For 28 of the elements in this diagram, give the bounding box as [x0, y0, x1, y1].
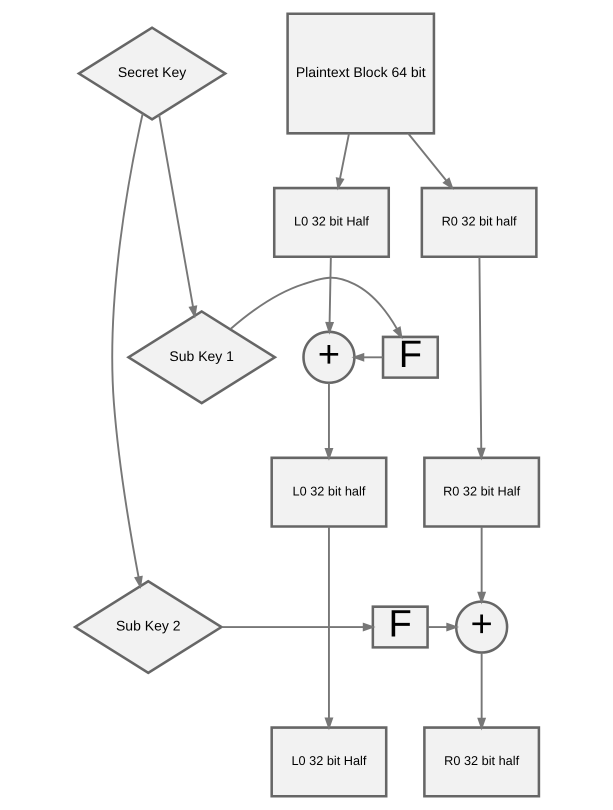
- node-diamond: Sub Key 2: [72, 580, 224, 674]
- arrow: [406, 132, 454, 190]
- node-box: R0 32 bit Half: [422, 456, 540, 528]
- arrow: [476, 526, 486, 604]
- arrow: [428, 622, 459, 632]
- arrow: [335, 133, 350, 191]
- node-box: F: [381, 336, 439, 379]
- arrow: [351, 352, 382, 362]
- node-box: R0 32 bit half: [420, 186, 538, 258]
- arrow: [221, 622, 376, 632]
- node-diamond: Sub Key 1: [126, 310, 277, 405]
- node-box: L0 32 bit Half: [272, 186, 390, 258]
- arrow: [476, 652, 486, 730]
- arrow: [229, 276, 402, 340]
- node-box: L0 32 bit Half: [270, 726, 387, 798]
- arrow: [324, 382, 333, 461]
- node-box: R0 32 bit half: [422, 726, 540, 798]
- arrow: [476, 256, 486, 460]
- node-diamond: Secret Key: [76, 26, 228, 121]
- node-box: Plaintext Block 64 bit: [286, 12, 435, 135]
- node-box: F: [371, 605, 428, 649]
- node-box: L0 32 bit half: [270, 456, 387, 528]
- arrow: [324, 257, 334, 335]
- arrow: [324, 526, 333, 730]
- arrow: [158, 114, 197, 319]
- node-circle: +: [302, 330, 356, 384]
- arrow: [110, 113, 144, 589]
- node-circle: +: [454, 600, 508, 654]
